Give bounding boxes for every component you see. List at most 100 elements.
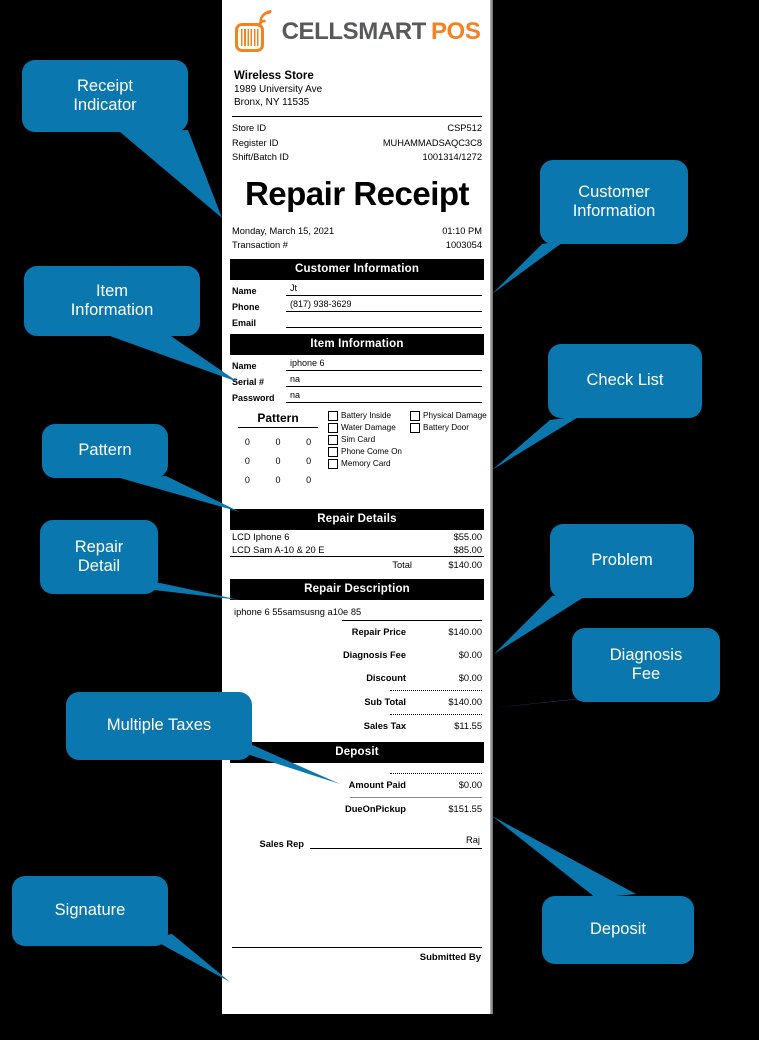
callout-repair-detail[interactable]: Repair Detail xyxy=(40,520,158,594)
callout-customer-information[interactable]: Customer Information xyxy=(540,160,688,244)
checklist-row: Battery Inside Physical Damage xyxy=(328,410,493,421)
meta-label: Transaction # xyxy=(232,240,288,251)
pattern-dot[interactable]: 0 xyxy=(275,436,281,447)
customer-name-value[interactable]: Jt xyxy=(286,283,482,296)
pattern-dot[interactable]: 0 xyxy=(306,436,312,447)
pattern-dot[interactable]: 0 xyxy=(306,474,312,485)
callout-label: Signature xyxy=(54,901,126,920)
checklist-label: Memory Card xyxy=(341,459,391,469)
checklist-item-physical-damage[interactable]: Physical Damage xyxy=(410,410,487,421)
checkbox-icon[interactable] xyxy=(410,422,420,433)
checklist-item-sim-card[interactable]: Sim Card xyxy=(328,434,375,445)
item-name-value[interactable]: iphone 6 xyxy=(286,358,482,371)
pattern-grid[interactable]: 0 0 0 0 0 0 0 0 0 xyxy=(232,437,324,485)
pattern-dot[interactable]: 0 xyxy=(244,436,250,447)
amount-label: Amount Paid xyxy=(348,780,406,791)
checklist-label: Battery Door xyxy=(423,423,469,433)
checkbox-icon[interactable] xyxy=(410,410,420,421)
field-row: Phone (817) 938-3629 xyxy=(232,299,482,312)
line-item-name: LCD Sam A-10 & 20 E xyxy=(232,544,325,555)
meta-value: 1003054 xyxy=(445,240,482,251)
pattern-dot[interactable]: 0 xyxy=(306,455,312,466)
checklist-label: Water Damage xyxy=(341,423,396,433)
checkbox-icon[interactable] xyxy=(328,458,338,469)
receipt-meta-block: Monday, March 15, 2021 01:10 PM Transact… xyxy=(230,224,484,253)
amount-row-amount-paid: Amount Paid $0.00 xyxy=(232,774,482,797)
divider-grey xyxy=(350,796,482,798)
pattern-dot[interactable]: 0 xyxy=(244,455,250,466)
pattern-dot[interactable]: 0 xyxy=(275,474,281,485)
callout-signature[interactable]: Signature xyxy=(12,876,168,946)
divider-top xyxy=(232,116,482,117)
item-serial-value[interactable]: na xyxy=(286,374,482,387)
store-name: Wireless Store xyxy=(234,70,314,82)
logo-text-secondary: POS xyxy=(430,18,481,45)
customer-fields: Name Jt Phone (817) 938-3629 Email xyxy=(230,283,484,328)
callout-item-information[interactable]: Item Information xyxy=(24,266,200,336)
repair-details-total: Total $140.00 xyxy=(230,560,484,570)
line-item-name: LCD Iphone 6 xyxy=(232,531,290,542)
pattern-dot[interactable]: 0 xyxy=(244,474,250,485)
id-value: MUHAMMADSAQC3C8 xyxy=(382,137,482,148)
barcode-signal-icon xyxy=(234,10,276,54)
store-address-line1: 1989 University Ave xyxy=(234,84,323,95)
divider-dotted xyxy=(390,772,482,774)
customer-email-value[interactable] xyxy=(286,315,482,328)
callout-multiple-taxes[interactable]: Multiple Taxes xyxy=(66,692,252,760)
amount-summary: Repair Price $140.00 Diagnosis Fee $0.00… xyxy=(230,621,484,738)
callout-problem[interactable]: Problem xyxy=(550,524,694,598)
receipt-title: Repair Receipt xyxy=(244,174,470,212)
checklist-item-battery-inside[interactable]: Battery Inside xyxy=(328,410,404,421)
callout-label: Check List xyxy=(586,371,664,390)
section-header-repair-details: Repair Details xyxy=(230,508,484,530)
total-label: Total xyxy=(392,559,412,570)
customer-phone-value[interactable]: (817) 938-3629 xyxy=(286,299,482,312)
repair-description-text: iphone 6 55samsusng a10e 85 xyxy=(234,606,362,617)
amount-row-discount: Discount $0.00 xyxy=(232,667,482,690)
meta-label: Monday, March 15, 2021 xyxy=(232,225,335,236)
pattern-dot[interactable]: 0 xyxy=(275,455,281,466)
checklist-item-phone-come-on[interactable]: Phone Come On xyxy=(328,446,402,457)
store-address-line2: Bronx, NY 11535 xyxy=(234,96,310,108)
callout-label: Pattern xyxy=(78,441,132,460)
damage-checklist: Battery Inside Physical Damage Water Dam… xyxy=(324,410,493,485)
amount-label: Diagnosis Fee xyxy=(342,650,406,661)
submitted-by-label: Submitted By xyxy=(419,951,481,963)
callout-deposit[interactable]: Deposit xyxy=(542,896,694,964)
checkbox-icon[interactable] xyxy=(328,410,338,421)
section-header-item-information: Item Information xyxy=(230,333,484,355)
checkbox-icon[interactable] xyxy=(328,434,338,445)
callout-label: Item Information xyxy=(70,281,154,319)
callout-pattern[interactable]: Pattern xyxy=(42,424,168,478)
amount-row-sub-total: Sub Total $140.00 xyxy=(232,691,482,714)
id-value: 1001314/1272 xyxy=(422,152,482,163)
store-address: 1989 University Ave Bronx, NY 11535 xyxy=(234,84,484,109)
section-header-repair-description: Repair Description xyxy=(230,578,484,600)
sales-rep-value[interactable]: Raj xyxy=(310,835,482,849)
callout-label: Receipt Indicator xyxy=(73,76,137,114)
field-row: Name Jt xyxy=(232,283,482,296)
callout-receipt-indicator[interactable]: Receipt Indicator xyxy=(22,60,188,132)
callout-label: Deposit xyxy=(590,920,646,939)
checklist-row: Sim Card xyxy=(328,434,493,445)
checkbox-icon[interactable] xyxy=(328,446,338,457)
checklist-item-memory-card[interactable]: Memory Card xyxy=(328,458,391,469)
item-password-value[interactable]: na xyxy=(286,390,482,403)
checkbox-icon[interactable] xyxy=(328,422,338,433)
checklist-item-water-damage[interactable]: Water Damage xyxy=(328,422,404,433)
id-row: Register ID MUHAMMADSAQC3C8 xyxy=(230,136,484,151)
field-label: Name xyxy=(232,285,257,296)
id-label: Shift/Batch ID xyxy=(232,152,289,163)
callout-check-list[interactable]: Check List xyxy=(548,344,702,418)
receipt-edge-shadow xyxy=(490,0,493,1014)
signature-line xyxy=(232,946,482,948)
callout-label: Problem xyxy=(591,551,653,570)
section-header-customer-information: Customer Information xyxy=(230,258,484,280)
callout-label: Diagnosis Fee xyxy=(609,645,683,683)
section-header-deposit: Deposit xyxy=(230,741,484,763)
field-label: Name xyxy=(232,360,257,371)
checklist-item-battery-door[interactable]: Battery Door xyxy=(410,422,469,433)
callout-diagnosis-fee[interactable]: Diagnosis Fee xyxy=(572,628,720,702)
